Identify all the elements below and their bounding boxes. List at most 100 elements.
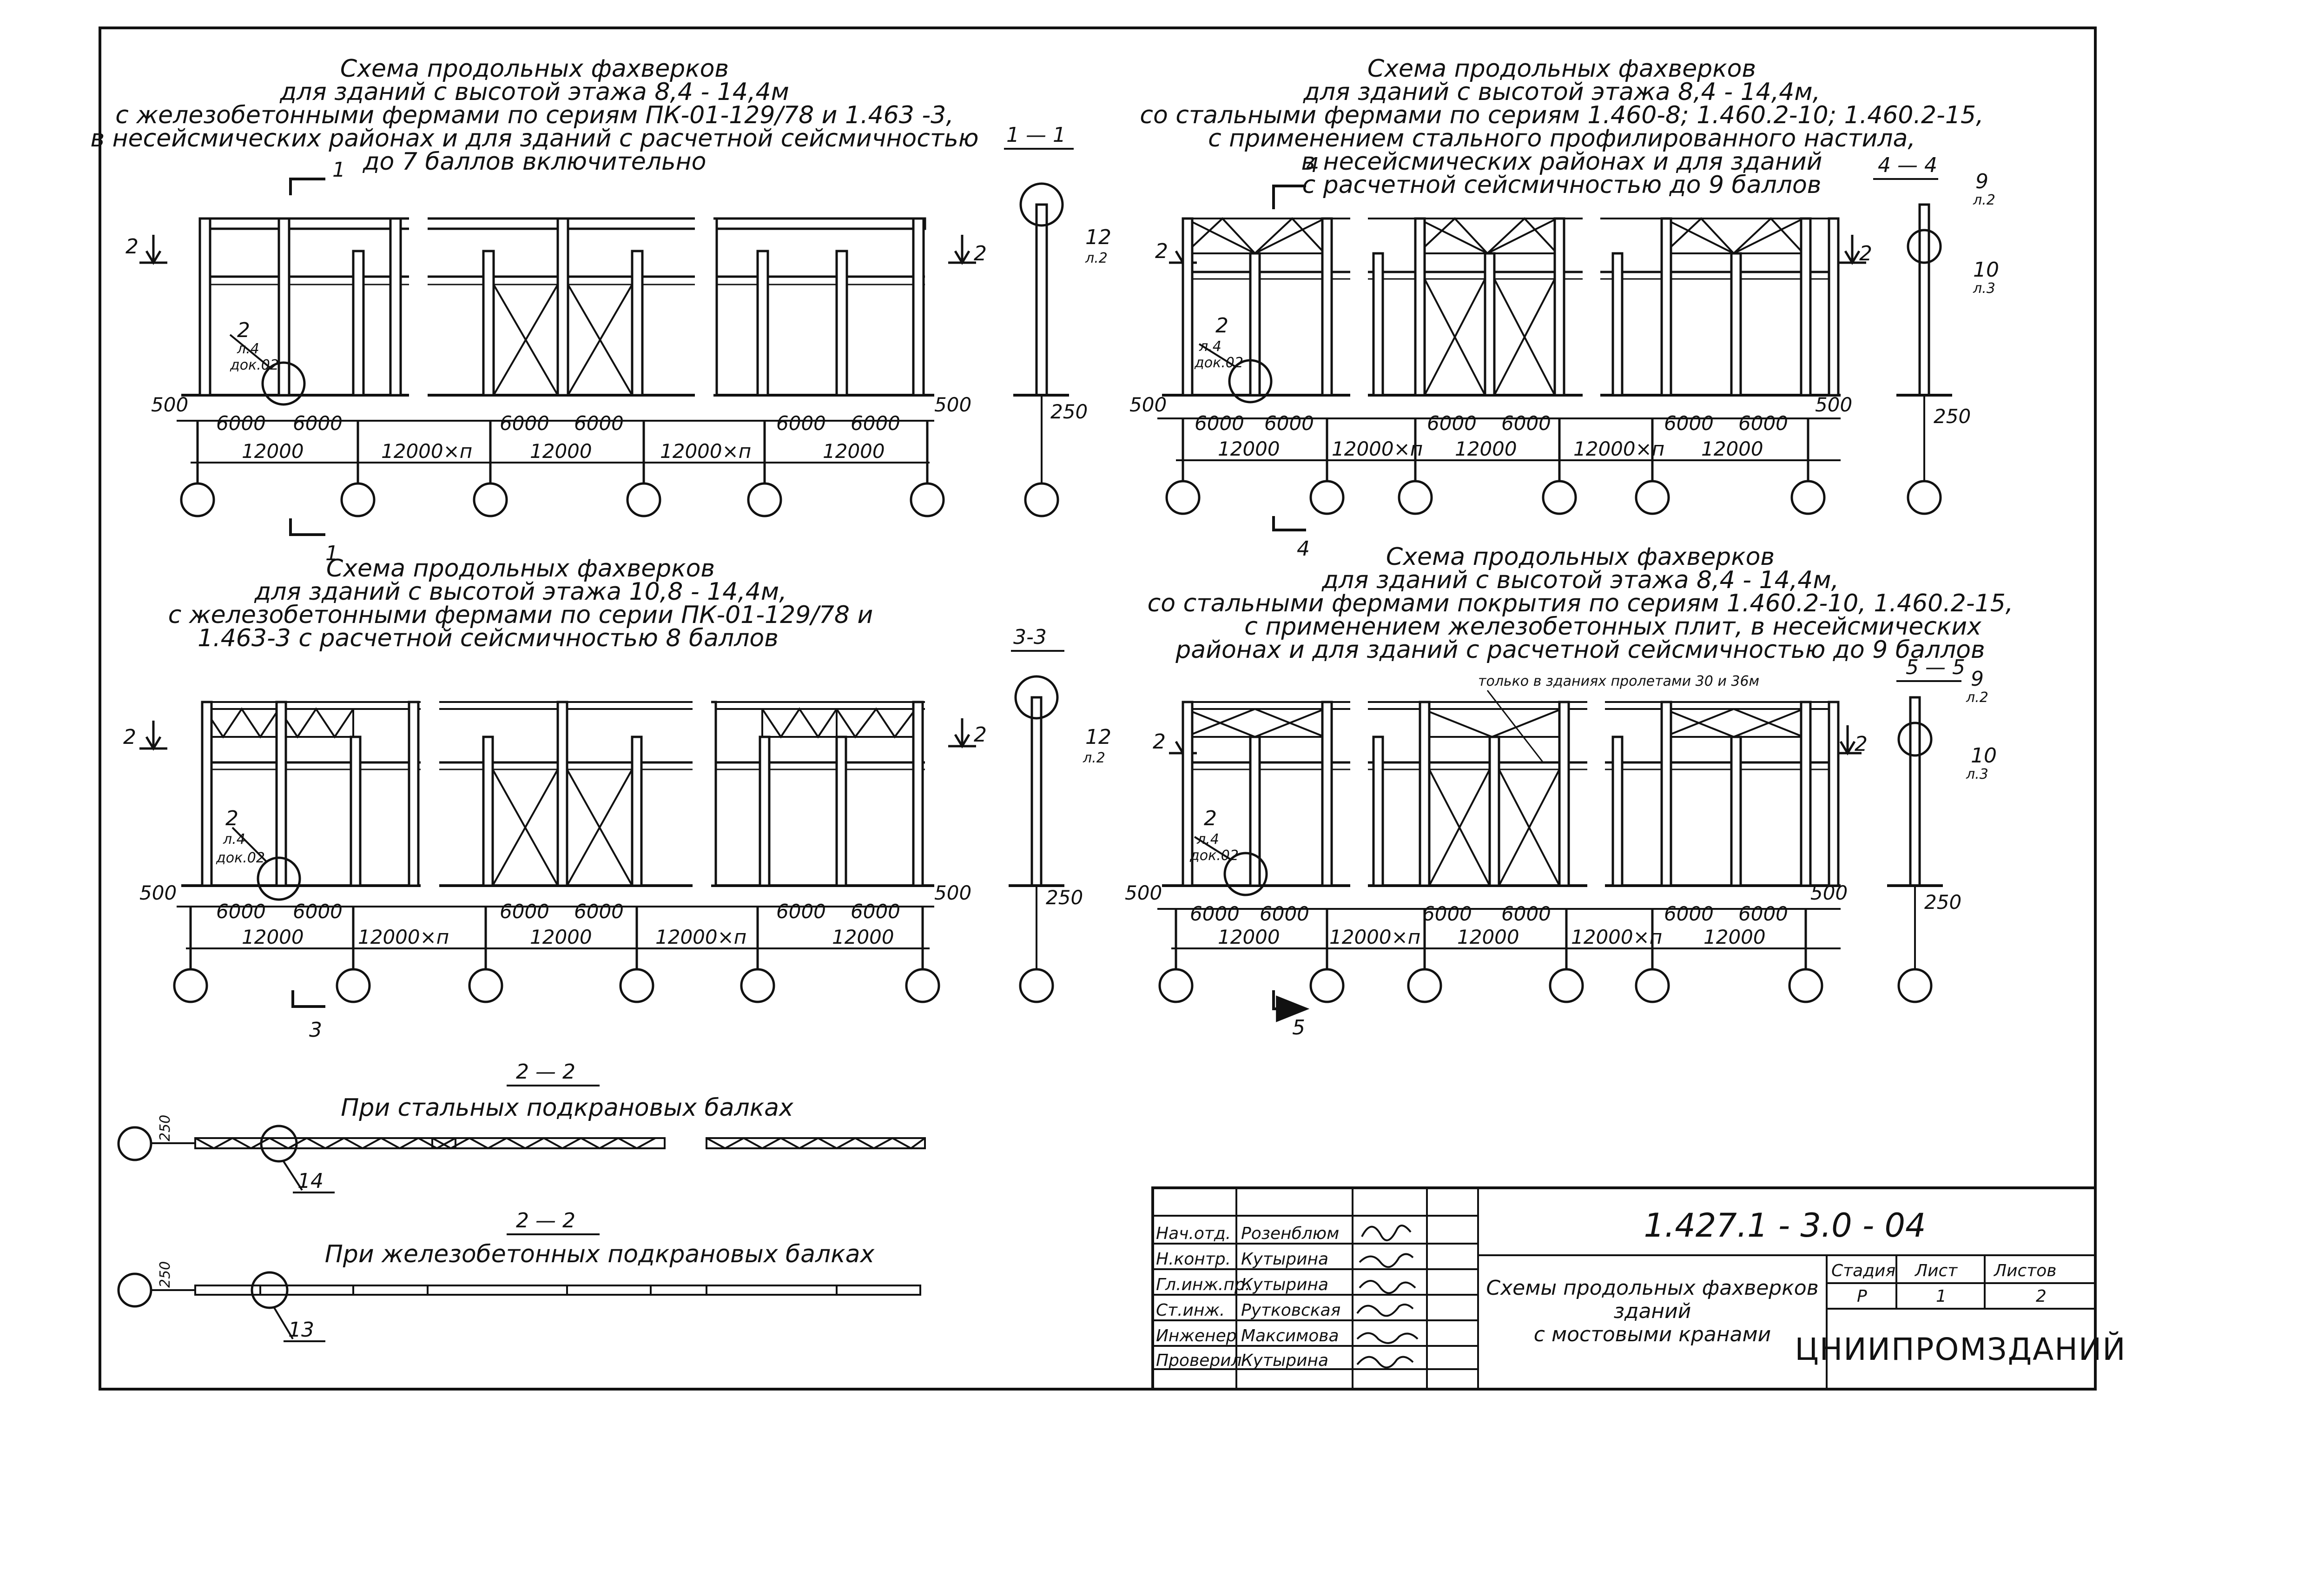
node-circle-5 <box>1223 852 1268 896</box>
node-ref-4-num: 2 <box>1215 314 1228 338</box>
node-ref-3-doc: док.02 <box>216 850 265 866</box>
cut-label-4-bottom: 4 <box>1297 537 1310 561</box>
span-dim-1-3: 12000×п <box>660 440 751 463</box>
axis-bubbles-1 <box>180 421 945 517</box>
sig-role-4: Инженер <box>1156 1326 1237 1345</box>
bay-dim-3-6: 6000 <box>851 900 900 923</box>
axis-bubbles-3 <box>173 907 940 1003</box>
section-4-node-num: 9 <box>1975 170 1988 193</box>
break-5b <box>1587 693 1605 897</box>
bay-dim-4-0: 500 <box>1129 393 1167 416</box>
section-5-column <box>1909 696 1921 887</box>
section-1-node <box>1019 182 1064 227</box>
plan-rc-crane-beams: 2 — 2 При железобетонных подкрановых бал… <box>117 1209 921 1342</box>
node-ref-4-doc: док.02 <box>1194 355 1243 371</box>
axis-bubbles-5 <box>1158 909 1823 1003</box>
columns-4 <box>1182 217 1840 397</box>
span-dim-3-1: 12000×п <box>358 926 449 948</box>
section-4-node-sheet-2: л.3 <box>1973 280 1995 297</box>
section-4-column <box>1918 203 1930 397</box>
span-dim-5-1: 12000×п <box>1329 926 1420 948</box>
span-dim-3-3: 12000×п <box>655 926 746 948</box>
sig-name-4: Максимова <box>1241 1326 1339 1345</box>
sheets-header: Листов <box>1993 1261 2056 1280</box>
scheme-5-title-line-5: районах и для зданий с расчетной сейсмич… <box>1175 636 1985 664</box>
stage-value: Р <box>1857 1287 1867 1306</box>
level-mark-left-5: 2 <box>1153 730 1166 754</box>
section-5-dim: 250 <box>1924 891 1961 914</box>
bay-dim-5-3: 6000 <box>1422 902 1472 925</box>
bay-dim-1-4: 6000 <box>574 412 624 435</box>
bay-dim-5-0: 500 <box>1125 881 1162 904</box>
span-dim-4-0: 12000 <box>1218 437 1280 460</box>
bay-dim-5-4: 6000 <box>1501 902 1551 925</box>
bay-dim-3-4: 6000 <box>574 900 624 923</box>
span-dim-5-4: 12000 <box>1703 926 1766 948</box>
drawing-code: 1.427.1 - 3.0 - 04 <box>1644 1206 1926 1245</box>
columns-5 <box>1182 701 1840 887</box>
bay-dim-5-1: 6000 <box>1190 902 1240 925</box>
node-ref-5-doc: док.02 <box>1189 848 1239 864</box>
plan-1-beams <box>151 1137 926 1150</box>
columns-1 <box>198 217 925 397</box>
node-ref-3-num: 2 <box>225 807 238 830</box>
plan-steel-crane-beams: 2 — 2 При стальных подкрановых балках 25… <box>117 1060 926 1193</box>
bay-dim-4-7: 500 <box>1815 393 1852 416</box>
scheme-4-title-line-5: в несейсмических районах и для зданий <box>1301 148 1822 176</box>
section-1-axis-bubble <box>1024 482 1059 517</box>
plan-2-node-circle <box>251 1271 289 1309</box>
section-3-node-num: 12 <box>1085 725 1111 749</box>
bay-dim-4-3: 6000 <box>1427 412 1477 435</box>
sig-name-1: Кутырина <box>1241 1250 1328 1269</box>
bay-dim-3-2: 6000 <box>293 900 343 923</box>
scheme-3-title-line-1: Схема продольных фахверков <box>326 555 715 583</box>
section-3-column <box>1030 696 1043 887</box>
sheet-header: Лист <box>1914 1261 1958 1280</box>
break-1a <box>409 205 428 409</box>
span-dim-5-2: 12000 <box>1457 926 1519 948</box>
level-mark-left-3: 2 <box>123 725 136 749</box>
bracing-4 <box>1424 278 1556 396</box>
bay-dim-1-5: 6000 <box>776 412 826 435</box>
cut-marker-1-top <box>289 178 325 195</box>
scheme-1-title-line-4: в несейсмических районах и для зданий с … <box>90 125 978 152</box>
plan-1-label: 2 — 2 <box>516 1060 575 1084</box>
plan-2-label: 2 — 2 <box>516 1209 575 1232</box>
drawing-title-line-1: Схемы продольных фахверков <box>1486 1276 1818 1300</box>
section-5-label: 5 — 5 <box>1906 656 1965 679</box>
sig-role-1: Н.контр. <box>1156 1250 1231 1269</box>
bracing-1 <box>493 284 633 396</box>
cut-marker-3-bottom <box>291 990 325 1008</box>
node-circle-3 <box>257 856 301 901</box>
bay-dim-4-6: 6000 <box>1738 412 1788 435</box>
node-leader-1 <box>229 334 271 368</box>
scheme-4: Схема продольных фахверков для зданий с … <box>1129 55 1999 561</box>
node-circle-1 <box>261 361 306 406</box>
level-arrow-left-3 <box>139 721 167 751</box>
level-arrow-right-3 <box>948 718 976 748</box>
sig-role-2: Гл.инж.пр. <box>1156 1275 1250 1294</box>
plan-2-caption: При железобетонных подкрановых балках <box>325 1240 875 1268</box>
bay-dim-3-7: 500 <box>934 881 971 904</box>
level-mark-left-1: 2 <box>125 235 139 258</box>
plan-2-node-leader <box>273 1307 294 1340</box>
scheme-5-title-line-2: для зданий с высотой этажа 8,4 - 14,4м, <box>1321 566 1839 594</box>
node-ref-1-sheet: л.4 <box>237 341 259 357</box>
cut-label-1-bottom: 1 <box>325 542 338 565</box>
section-1-column <box>1035 203 1048 397</box>
sheet-value: 1 <box>1936 1287 1947 1306</box>
handwritten-signatures <box>1356 1225 1419 1369</box>
bay-dim-3-1: 6000 <box>216 900 266 923</box>
bay-dim-5-5: 6000 <box>1664 902 1714 925</box>
cut-label-5-bottom: 5 <box>1292 1016 1305 1040</box>
bay-dim-1-0: 500 <box>151 393 188 416</box>
break-4b <box>1583 205 1600 409</box>
cut-label-3-bottom: 3 <box>309 1018 322 1042</box>
scheme-1: Схема продольных фахверков для зданий с … <box>90 55 1111 565</box>
organization: ЦНИИПРОМЗДАНИЙ <box>1795 1331 2126 1367</box>
level-arrow-right-1 <box>948 235 976 265</box>
section-4-axis-bubble <box>1907 480 1942 515</box>
section-4-label: 4 — 4 <box>1878 153 1937 177</box>
sheets-value: 2 <box>2036 1287 2047 1306</box>
